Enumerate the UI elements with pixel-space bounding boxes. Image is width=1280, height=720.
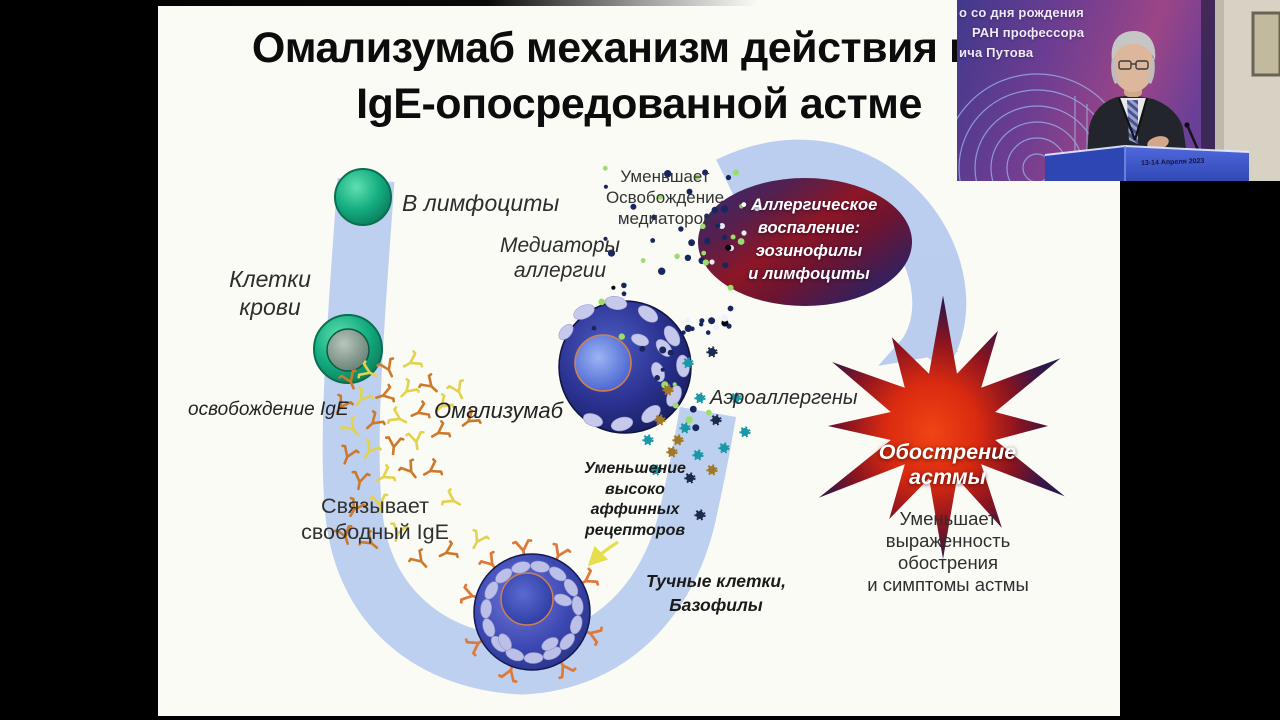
slide-title: Омализумаб механизм действия при IgE-опо… [158, 20, 1120, 132]
speaker-webcam-overlay: о со дня рождения РАН профессора ича Пут… [957, 0, 1280, 181]
speaker-tie [1127, 100, 1138, 144]
speaker-hair [1111, 31, 1156, 62]
picture-frame [1251, 11, 1280, 77]
backdrop-text-line2: РАН профессора [972, 25, 1085, 40]
video-edge-artifact [158, 0, 758, 6]
backdrop-edge-shadow [1201, 0, 1217, 181]
speaker-lapel [1117, 97, 1149, 141]
label-allergic-inflammation: • Аллергическое воспаление: эозинофилы и… [740, 196, 878, 283]
slide-title-line2: IgE-опосредованной астме [356, 80, 922, 128]
podium [1044, 144, 1250, 181]
speaker-glasses [1118, 60, 1149, 70]
wall-shading [1215, 0, 1224, 181]
speaker-hair-sides [1111, 58, 1155, 84]
backdrop-text-line1: о со дня рождения [959, 5, 1084, 20]
slide-title-line1: Омализумаб механизм действия при [251, 24, 1027, 72]
label-asthma-exacerbation: Обострение астмы [878, 440, 1017, 489]
backdrop-text-line3: ича Путова [959, 45, 1034, 60]
speaker-head [1112, 40, 1154, 92]
microphone-head [1184, 122, 1190, 128]
microphone [1186, 126, 1201, 153]
webcam-scene [957, 0, 1280, 181]
